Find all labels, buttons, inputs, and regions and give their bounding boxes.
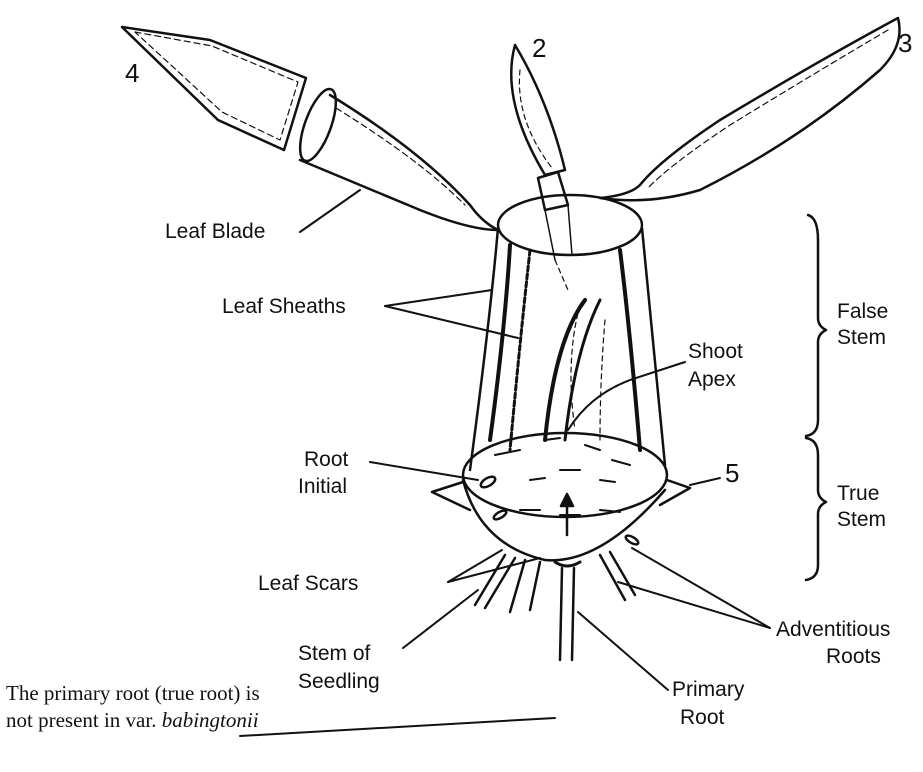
leaf-scars-label: Leaf Scars [258, 572, 358, 595]
root-initial-label-line1: Root [304, 448, 349, 471]
leaf-3-drawing [600, 18, 900, 200]
leaf-number-5: 5 [725, 458, 739, 488]
note-italic-variety: babingtonii [162, 708, 259, 732]
root-initial-label-line2: Initial [298, 475, 347, 498]
true-stem-drawing [432, 433, 690, 566]
leaf-4-drawing [122, 27, 498, 230]
primary-root-label-line1: Primary [672, 678, 745, 701]
leaf-blade-label: Leaf Blade [165, 220, 265, 243]
stem-of-seedling-label-line1: Stem of [298, 642, 371, 665]
primary-root-drawing [560, 568, 574, 660]
true-stem-label-line1: True [837, 482, 879, 505]
false-stem-label-line1: False [837, 300, 888, 323]
primary-root-label-line2: Root [680, 706, 725, 729]
shoot-apex-label-line2: Apex [688, 368, 736, 391]
adventitious-roots-label-line1: Adventitious [776, 618, 890, 641]
false-stem-label-line2: Stem [837, 326, 886, 349]
false-stem-bracket [806, 215, 826, 436]
leaf-number-3: 3 [898, 28, 912, 58]
leaf-number-4: 4 [125, 58, 139, 88]
true-stem-label-line2: Stem [837, 508, 886, 531]
shoot-apex-label-line1: Shoot [688, 340, 743, 363]
leaf-number-2: 2 [532, 33, 546, 63]
primary-root-note: The primary root (true root) is not pres… [6, 680, 276, 734]
leaf-sheaths-label: Leaf Sheaths [222, 295, 346, 318]
adventitious-roots-label-line2: Roots [826, 645, 881, 668]
true-stem-bracket [806, 438, 826, 580]
stem-of-seedling-label-line2: Seedling [298, 670, 380, 693]
